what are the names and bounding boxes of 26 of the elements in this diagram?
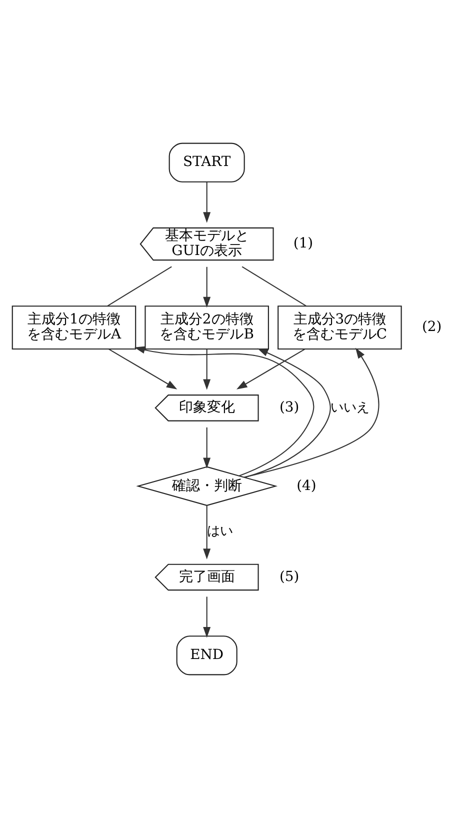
node-box: 主成分1の特徴を含むモデルA: [12, 306, 136, 350]
edge-label: はい: [207, 524, 234, 539]
arrow: [203, 182, 211, 223]
connector: [242, 266, 306, 306]
node-label: (1): [293, 236, 314, 252]
arrow: [108, 348, 178, 390]
arrow: [203, 427, 211, 468]
node-box: 主成分3の特徴を含むモデルC: [278, 306, 402, 350]
edge-label: いいえ: [330, 400, 370, 416]
node-box: START: [168, 142, 245, 182]
node-label: (3): [279, 400, 300, 416]
arrow: [203, 266, 211, 308]
arrow: [244, 348, 380, 478]
arrow: [203, 596, 211, 638]
node-box: END: [176, 636, 238, 676]
arrow: [134, 346, 314, 476]
arrow: [244, 348, 331, 478]
node-diamond: 確認・判断: [136, 466, 278, 506]
node-label: (2): [422, 319, 442, 336]
node-box: 主成分2の特徴を含むモデルB: [144, 306, 269, 350]
arrow: [203, 349, 211, 390]
connector: [107, 266, 172, 306]
arrow: [236, 348, 306, 390]
node-label: (5): [279, 568, 300, 585]
arrow: [203, 506, 211, 560]
node-label: (4): [296, 478, 316, 494]
